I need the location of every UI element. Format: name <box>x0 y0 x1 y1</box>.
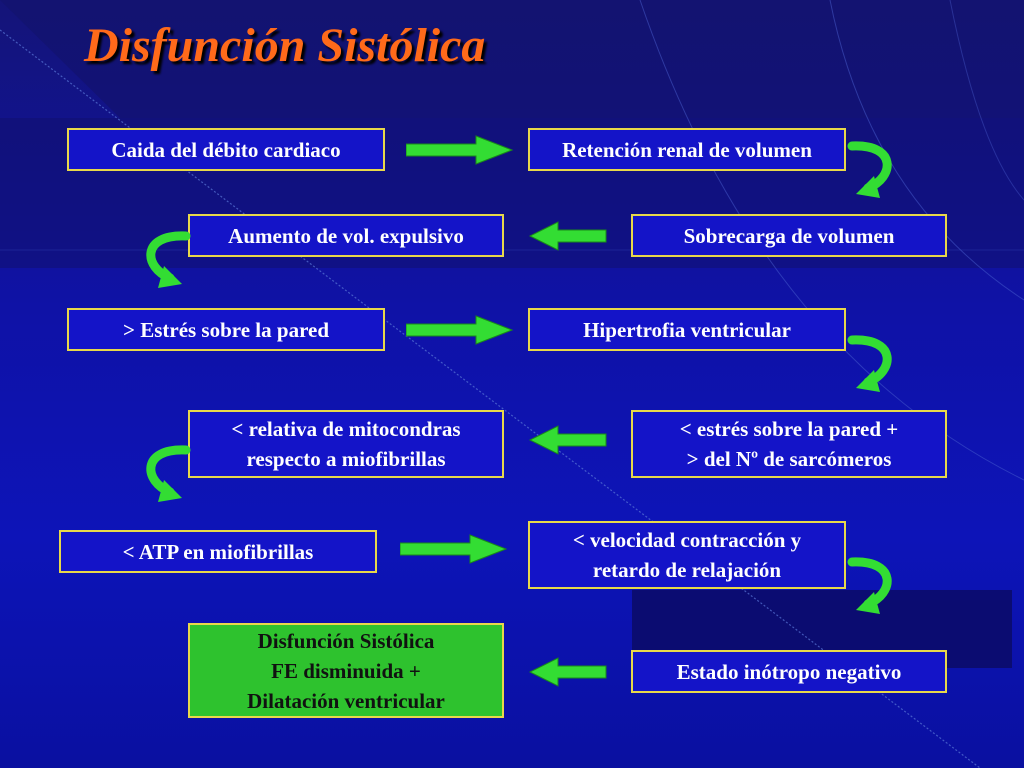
arrow-left-inotropo-to-disfuncion-icon <box>528 657 607 687</box>
box-mitocondras-line-1: < relativa de mitocondras <box>231 417 461 441</box>
box-velocidad-line-1: < velocidad contracción y <box>572 528 802 552</box>
box-caida-debito-line-1: Caida del débito cardiaco <box>111 137 341 162</box>
box-atp-line-1: < ATP en miofibrillas <box>122 539 314 564</box>
box-estres-sarcomeros-line-2: > del Nº de sarcómeros <box>686 447 892 471</box>
box-disfuncion-sistolica: Disfunción Sistólica FE disminuida + Dil… <box>188 623 504 718</box>
arrow-left-estres-sarc-to-mitocondras-icon <box>528 425 607 455</box>
box-sobrecarga-volumen: Sobrecarga de volumen <box>631 214 947 257</box>
box-velocidad-line-2: retardo de relajación <box>592 558 782 582</box>
box-sobrecarga-volumen-line-1: Sobrecarga de volumen <box>683 223 895 248</box>
box-aumento-vol-expulsivo: Aumento de vol. expulsivo <box>188 214 504 257</box>
box-mitocondras: < relativa de mitocondras respecto a mio… <box>188 410 504 478</box>
box-retencion-renal: Retención renal de volumen <box>528 128 846 171</box>
box-inotropo-line-1: Estado inótropo negativo <box>676 659 902 684</box>
arrow-right-atp-to-velocidad-icon <box>400 534 508 564</box>
slide-title: Disfunción Sistólica <box>84 19 486 72</box>
box-disfuncion-line-1: Disfunción Sistólica <box>257 628 435 653</box>
box-estres-pared-line-1: > Estrés sobre la pared <box>122 317 330 342</box>
arrow-right-caida-to-retencion-icon <box>406 135 514 165</box>
box-disfuncion-line-2: FE disminuida + <box>271 658 421 683</box>
box-estres-sarcomeros-line-1: < estrés sobre la pared + <box>679 417 899 441</box>
curved-arrow-velocidad-to-inotropo-icon <box>847 557 892 614</box>
box-disfuncion-line-3: Dilatación ventricular <box>247 688 445 713</box>
box-atp: < ATP en miofibrillas <box>59 530 377 573</box>
box-estres-pared: > Estrés sobre la pared <box>67 308 385 351</box>
curved-arrow-aumento-to-estres-icon <box>146 231 191 288</box>
arrow-left-sobrecarga-to-aumento-icon <box>528 221 607 251</box>
curved-arrow-mitocondras-to-atp-icon <box>146 445 191 502</box>
box-mitocondras-line-2: respecto a miofibrillas <box>246 447 446 471</box>
curved-arrow-retencion-to-sobrecarga-icon <box>847 141 892 198</box>
box-hipertrofia-line-1: Hipertrofia ventricular <box>583 317 791 342</box>
box-hipertrofia: Hipertrofia ventricular <box>528 308 846 351</box>
box-retencion-renal-line-1: Retención renal de volumen <box>562 137 812 162</box>
box-caida-debito: Caida del débito cardiaco <box>67 128 385 171</box>
box-estres-sarcomeros: < estrés sobre la pared + > del Nº de sa… <box>631 410 947 478</box>
curved-arrow-hipertrofia-to-estres-sarc-icon <box>847 335 892 392</box>
box-inotropo: Estado inótropo negativo <box>631 650 947 693</box>
arrow-right-estres-to-hipertrofia-icon <box>406 315 514 345</box>
box-aumento-vol-expulsivo-line-1: Aumento de vol. expulsivo <box>228 223 464 248</box>
box-velocidad: < velocidad contracción y retardo de rel… <box>528 521 846 589</box>
